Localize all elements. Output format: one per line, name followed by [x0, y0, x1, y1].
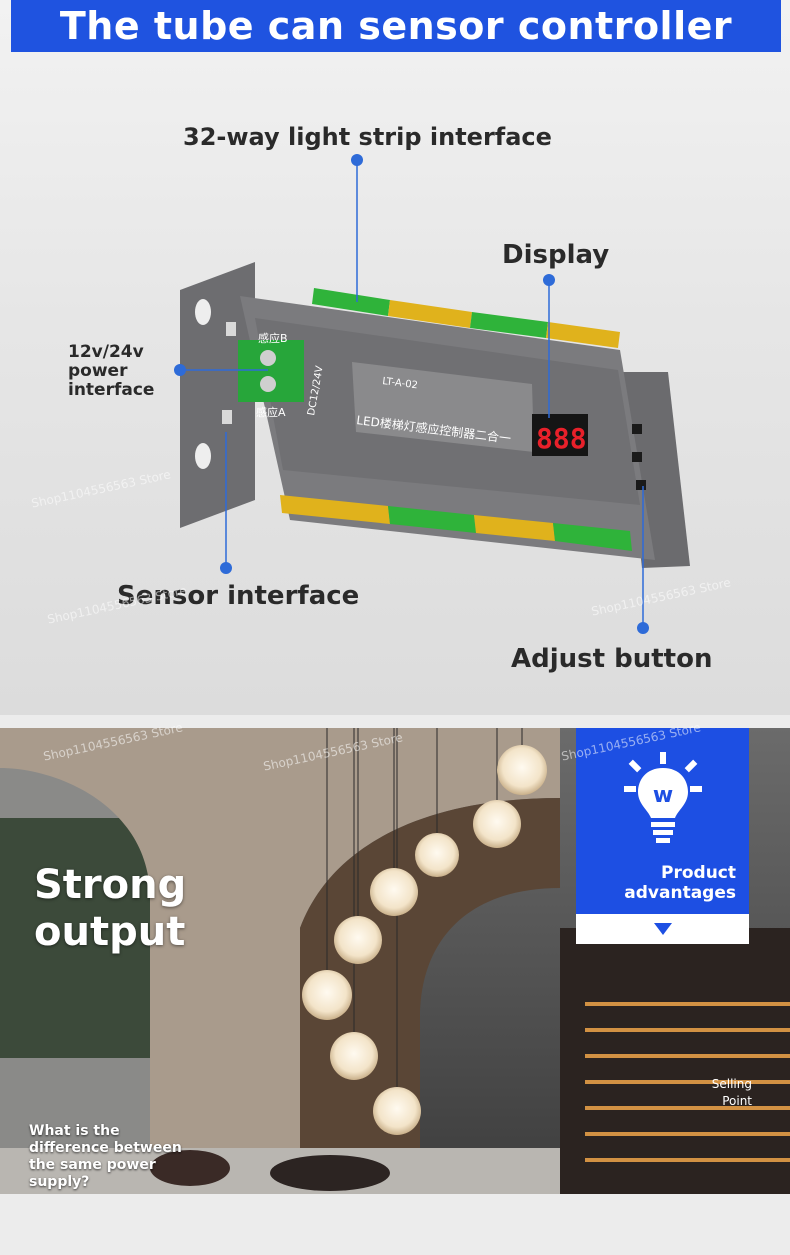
question-text: What is the difference between the same … [29, 1123, 182, 1191]
mount-hole-top [195, 299, 211, 325]
terminal-block-yellow-bottom-2 [474, 515, 555, 541]
callout-dots [174, 154, 649, 634]
headline-line1: Strong [34, 862, 187, 908]
question-line3: the same power [29, 1157, 156, 1173]
callout-display: Display [502, 240, 610, 270]
triangle-down-icon [654, 923, 672, 935]
advantages-line1: Product [661, 863, 736, 883]
selling-line1: Selling [711, 1077, 752, 1091]
callout-dot-power [174, 364, 186, 376]
display-digits: 888 [536, 422, 587, 455]
adjust-button-minus [636, 480, 646, 490]
staircase-photo [0, 728, 790, 1194]
question-line2: difference between [29, 1140, 182, 1156]
terminal-block-yellow-top-2 [546, 322, 620, 348]
pendant-cords [326, 728, 523, 1088]
terminal-block-yellow-bottom-1 [280, 495, 390, 524]
device-sensor-b-label: 感应B [258, 331, 288, 345]
terminal-block-green-bottom-2 [553, 523, 632, 551]
stair-steps-area [560, 928, 790, 1194]
callout-power-line3: interface [68, 380, 155, 400]
question-line4: supply? [29, 1174, 90, 1190]
rock-decor-2 [270, 1155, 390, 1191]
sensor-port-a [222, 410, 232, 424]
callout-adjust-button: Adjust button [511, 644, 713, 674]
advantages-title: Product advantages [576, 863, 736, 903]
terminal-block-green-bottom-1 [388, 506, 476, 533]
callout-dot-adjust [637, 622, 649, 634]
product-advantages-panel: w Product advantages [576, 728, 749, 944]
lightbulb-w-icon: w [624, 752, 702, 843]
callout-dot-display [543, 274, 555, 286]
pendant-lamps [302, 745, 547, 1135]
spec-label-plate [352, 362, 534, 452]
wooden-stair-side [300, 798, 560, 1194]
device-sensor-a-label: 感应A [256, 405, 286, 419]
device-model: LT-A-02 [382, 376, 419, 391]
terminal-block-yellow-top-1 [388, 300, 472, 328]
mount-hole-bottom [195, 443, 211, 469]
terminal-block-green-top-2 [470, 312, 548, 338]
rock-decor-1 [150, 1150, 230, 1186]
callout-sensor-interface: Sensor interface [117, 581, 360, 611]
headline-line2: output [34, 909, 186, 955]
adjust-button-set [632, 452, 642, 462]
callout-dot-sensor [220, 562, 232, 574]
sensor-port-b [226, 322, 236, 336]
selling-point-label: Selling Point [700, 1076, 752, 1110]
callout-strip-interface: 32-way light strip interface [183, 123, 552, 151]
terminal-block-green-top-1 [312, 288, 390, 316]
led-display [532, 414, 588, 456]
callout-power-line1: 12v/24v [68, 342, 144, 362]
callout-power-line2: power [68, 361, 128, 381]
adjust-button-plus [632, 424, 642, 434]
svg-text:w: w [653, 783, 673, 808]
callout-dot-strip [351, 154, 363, 166]
spiral-stair-underside [0, 728, 560, 1194]
power-terminal [238, 340, 304, 402]
advantages-line2: advantages [624, 883, 736, 903]
callout-lines [180, 160, 644, 628]
callout-power-interface: 12v/24v power interface [68, 343, 154, 400]
headline-strong-output: Strong output [34, 862, 186, 956]
title-banner: The tube can sensor controller [11, 0, 781, 52]
selling-line2: Point [722, 1094, 752, 1108]
staircase-scene [0, 728, 790, 1194]
question-line1: What is the [29, 1123, 120, 1139]
controller-device-illustration: LED楼梯灯感应控制器二合一 LT-A-02 DC12/24V 感应B 感应A … [174, 154, 690, 634]
lit-stair-steps [585, 1002, 790, 1162]
page-title: The tube can sensor controller [59, 4, 733, 48]
